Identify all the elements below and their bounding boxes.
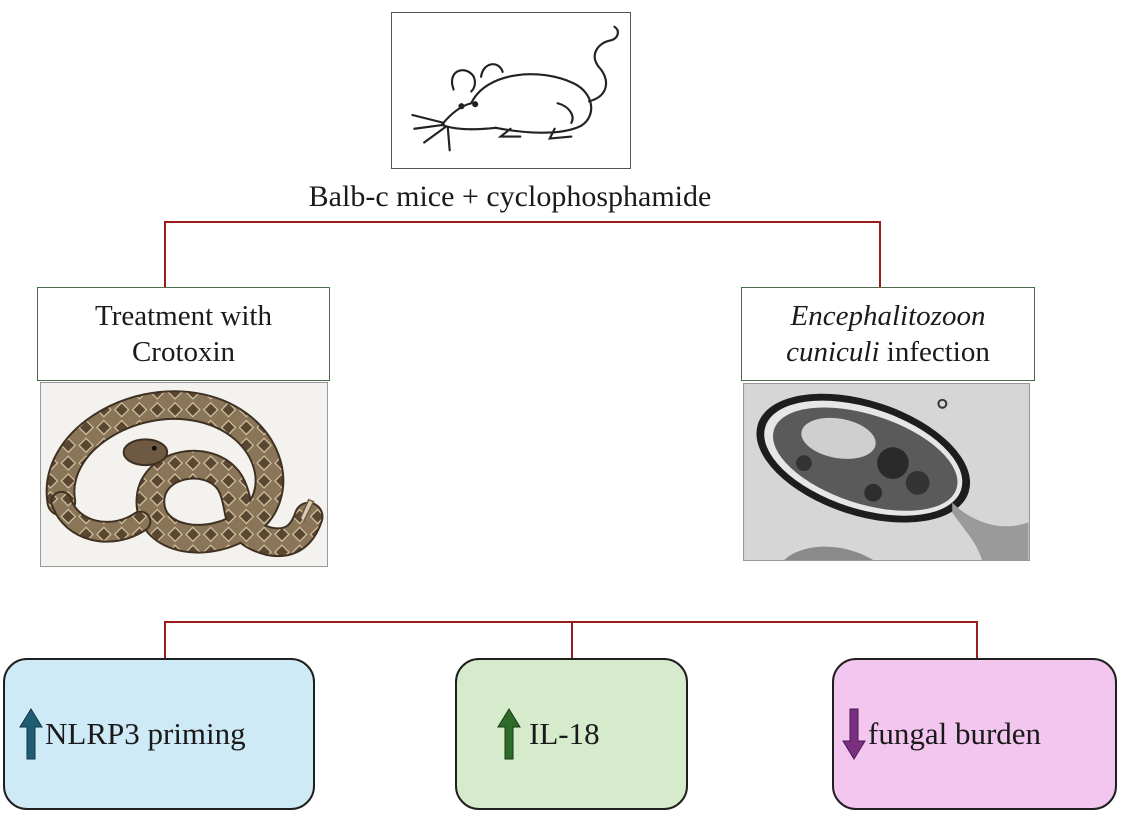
outcome-label: IL-18: [529, 716, 600, 751]
infection-line-2: cuniculi infection: [786, 334, 990, 370]
up-arrow-icon: [19, 708, 43, 760]
mouse-image-frame: [391, 12, 631, 169]
rattlesnake-photo: [45, 390, 324, 558]
bottom-branch-connector: [164, 621, 978, 658]
infection-species-name: cuniculi: [786, 336, 880, 368]
infection-label-box: Encephalitozoon cuniculi infection: [741, 287, 1035, 381]
snake-photo: [40, 382, 328, 567]
outcome-label: fungal burden: [868, 716, 1042, 751]
treatment-label-box: Treatment with Crotoxin: [37, 287, 330, 381]
outcome-nlrp3-box: NLRP3 priming: [3, 658, 315, 810]
treatment-line-2: Crotoxin: [131, 336, 236, 368]
microsporidia-spore-micrograph: [744, 384, 1029, 560]
treatment-line-1: Treatment with: [95, 300, 272, 332]
infection-word: infection: [879, 336, 990, 368]
outcome-il18-box: IL-18: [455, 658, 688, 810]
infection-line-1: Encephalitozoon: [790, 300, 986, 332]
top-branch-connector: [164, 221, 881, 287]
up-arrow-icon: [497, 708, 521, 760]
outcome-label: NLRP3 priming: [45, 716, 246, 751]
micrograph-photo: [743, 383, 1030, 561]
mouse-sketch-icon: [411, 25, 619, 152]
down-arrow-icon: [842, 708, 866, 760]
root-caption: Balb-c mice + cyclophosphamide: [308, 180, 712, 213]
outcome-fungal-burden-box: fungal burden: [832, 658, 1117, 810]
